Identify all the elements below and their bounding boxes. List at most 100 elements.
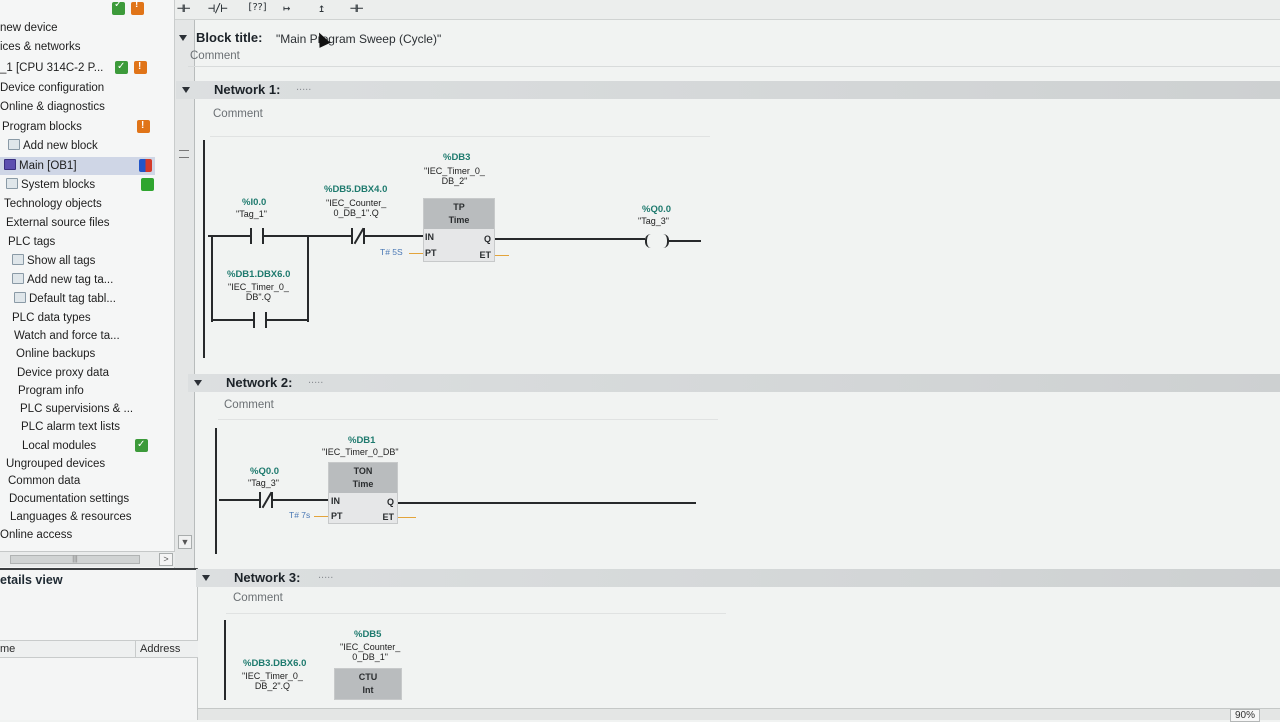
tree-item-main-ob1[interactable]: Main [OB1]: [0, 157, 155, 175]
nc-contact-n2[interactable]: [259, 491, 273, 509]
tree-item-local-modules[interactable]: Local modules: [0, 436, 160, 455]
tree-item-add-new-block[interactable]: Add new block: [0, 137, 160, 155]
collapse-triangle-icon[interactable]: [182, 87, 190, 93]
n3-contact-operand[interactable]: %DB3.DBX6.0: [243, 658, 307, 669]
network-3-header[interactable]: Network 3: .....: [196, 569, 1280, 587]
tree-item-program-blocks[interactable]: Program blocks: [0, 117, 160, 136]
tree-item-plc-alarm-text-lists[interactable]: PLC alarm text lists: [21, 421, 121, 433]
tree-item-program-info[interactable]: Program info: [18, 385, 84, 397]
network-2-title: Network 2:: [226, 375, 293, 390]
tree-item-online-backups[interactable]: Online backups: [16, 348, 96, 360]
warning-icon: [137, 117, 150, 135]
network-2-comment[interactable]: Comment: [224, 399, 274, 411]
tree-item-languages-resources[interactable]: Languages & resources: [10, 511, 132, 523]
tree-item-device-proxy-data[interactable]: Device proxy data: [17, 367, 110, 379]
branch-contact-operand[interactable]: %DB1.DBX6.0: [227, 269, 291, 280]
pt-value[interactable]: T# 7s: [289, 510, 311, 520]
tree-item-plc[interactable]: _1 [CPU 314C-2 P...: [0, 58, 160, 77]
n3-contact-tag[interactable]: "IEC_Timer_0_ DB_2".Q: [242, 671, 303, 691]
tree-item-online-diagnostics[interactable]: Online & diagnostics: [0, 101, 105, 113]
tree-item-show-all-tags[interactable]: Show all tags: [0, 252, 160, 270]
collapse-triangle-icon[interactable]: [194, 380, 202, 386]
tree-item-add-new-tag-table[interactable]: Add new tag ta...: [0, 271, 160, 289]
tree-item-external-source-files[interactable]: External source files: [6, 217, 110, 229]
contact-2-tag[interactable]: "IEC_Counter_ 0_DB_1".Q: [326, 198, 387, 218]
network-3-title: Network 3:: [234, 570, 301, 585]
block-title-value[interactable]: "Main Program Sweep (Cycle)": [276, 32, 442, 46]
status-compare-icon: [139, 159, 152, 172]
timer-1-instance[interactable]: "IEC_Timer_0_ DB_2": [424, 166, 485, 186]
scroll-down-button[interactable]: ▼: [178, 535, 192, 549]
insert-nc-contact-button[interactable]: ⊣/⊢: [208, 1, 228, 15]
collapse-triangle-icon[interactable]: [179, 35, 187, 41]
add-tag-table-icon: [12, 273, 24, 284]
tree-item-watch-force-tables[interactable]: Watch and force ta...: [14, 330, 120, 342]
insert-no-contact-button[interactable]: ⊣⊢: [177, 1, 190, 15]
pin-q: Q: [386, 497, 394, 507]
open-branch-button[interactable]: ↦: [283, 1, 290, 15]
insert-empty-box-button[interactable]: [??]: [247, 2, 268, 13]
tree-item-default-tag-table[interactable]: Default tag tabl...: [0, 290, 160, 308]
tree-item-system-blocks[interactable]: System blocks: [0, 176, 160, 194]
editor-status-bar: 90%: [198, 708, 1280, 722]
block-comment[interactable]: Comment: [190, 50, 240, 62]
tree-item-plc-tags[interactable]: PLC tags: [8, 236, 56, 248]
tree-item-plc-data-types[interactable]: PLC data types: [12, 312, 91, 324]
timer-2-db[interactable]: %DB1: [348, 435, 376, 446]
contact-1-operand[interactable]: %I0.0: [242, 197, 267, 208]
scroll-right-button[interactable]: >: [159, 553, 173, 566]
network-2-header[interactable]: Network 2: .....: [188, 374, 1280, 392]
column-address[interactable]: Address: [135, 641, 180, 657]
ladder-toolbar: ⊣⊢ ⊣/⊢ [??] ↦ ↥ ⊣⊢: [175, 0, 1280, 20]
network-1-comment[interactable]: Comment: [213, 108, 263, 120]
no-contact-branch[interactable]: [253, 312, 267, 328]
timer-1-db[interactable]: %DB3: [443, 152, 471, 163]
n2-contact-operand[interactable]: %Q0.0: [250, 466, 280, 477]
zoom-level[interactable]: 90%: [1229, 709, 1260, 722]
scroll-grip[interactable]: |||: [10, 555, 140, 564]
collapse-triangle-icon[interactable]: [202, 575, 210, 581]
tree-item-documentation-settings[interactable]: Documentation settings: [9, 493, 130, 505]
column-name[interactable]: me: [0, 643, 16, 655]
pt-value[interactable]: T# 5S: [380, 247, 403, 257]
tree-item-technology-objects[interactable]: Technology objects: [4, 198, 102, 210]
network-title-field[interactable]: .....: [308, 374, 324, 386]
close-branch-button[interactable]: ↥: [318, 1, 325, 15]
et-wire: [495, 255, 509, 256]
splitter-grip-icon[interactable]: [179, 150, 189, 158]
network-title-field[interactable]: .....: [318, 569, 334, 581]
tree-horizontal-scrollbar[interactable]: ||| >: [0, 551, 175, 567]
counter-instance[interactable]: "IEC_Counter_ 0_DB_1": [340, 642, 401, 662]
wire: [273, 499, 329, 501]
pt-wire: [314, 516, 328, 517]
no-contact-1[interactable]: [250, 228, 264, 244]
tree-item-common-data[interactable]: Common data: [8, 475, 81, 487]
tree-item-device-configuration[interactable]: Device configuration: [0, 82, 105, 94]
output-coil[interactable]: [645, 234, 669, 248]
coil-tag[interactable]: "Tag_3": [638, 216, 669, 226]
tree-item-devices-networks[interactable]: ices & networks: [0, 41, 81, 53]
contact-2-operand[interactable]: %DB5.DBX4.0: [324, 184, 388, 195]
contact-1-tag[interactable]: "Tag_1": [236, 209, 267, 219]
nc-contact-2[interactable]: [351, 227, 365, 245]
branch-contact-tag[interactable]: "IEC_Timer_0_ DB".Q: [228, 282, 289, 302]
insert-coil-button[interactable]: ⊣⊢: [350, 1, 363, 15]
block-title-row[interactable]: Block title: "Main Program Sweep (Cycle)…: [176, 29, 1280, 49]
timer-2-instance[interactable]: "IEC_Timer_0_DB": [322, 447, 399, 457]
tree-item-plc-supervisions[interactable]: PLC supervisions & ...: [20, 403, 134, 415]
network-3-comment[interactable]: Comment: [233, 592, 283, 604]
n2-contact-tag[interactable]: "Tag_3": [248, 478, 279, 488]
branch-wire: [211, 235, 213, 322]
tree-item-online-access[interactable]: Online access: [0, 529, 73, 541]
counter-db[interactable]: %DB5: [354, 629, 382, 640]
network-1-header[interactable]: Network 1: .....: [176, 81, 1280, 99]
tree-item-ungrouped-devices[interactable]: Ungrouped devices: [6, 458, 106, 470]
coil-operand[interactable]: %Q0.0: [642, 204, 672, 215]
tree-item-add-device[interactable]: new device: [0, 22, 58, 34]
network-title-field[interactable]: .....: [296, 81, 312, 93]
power-rail: [215, 428, 217, 554]
